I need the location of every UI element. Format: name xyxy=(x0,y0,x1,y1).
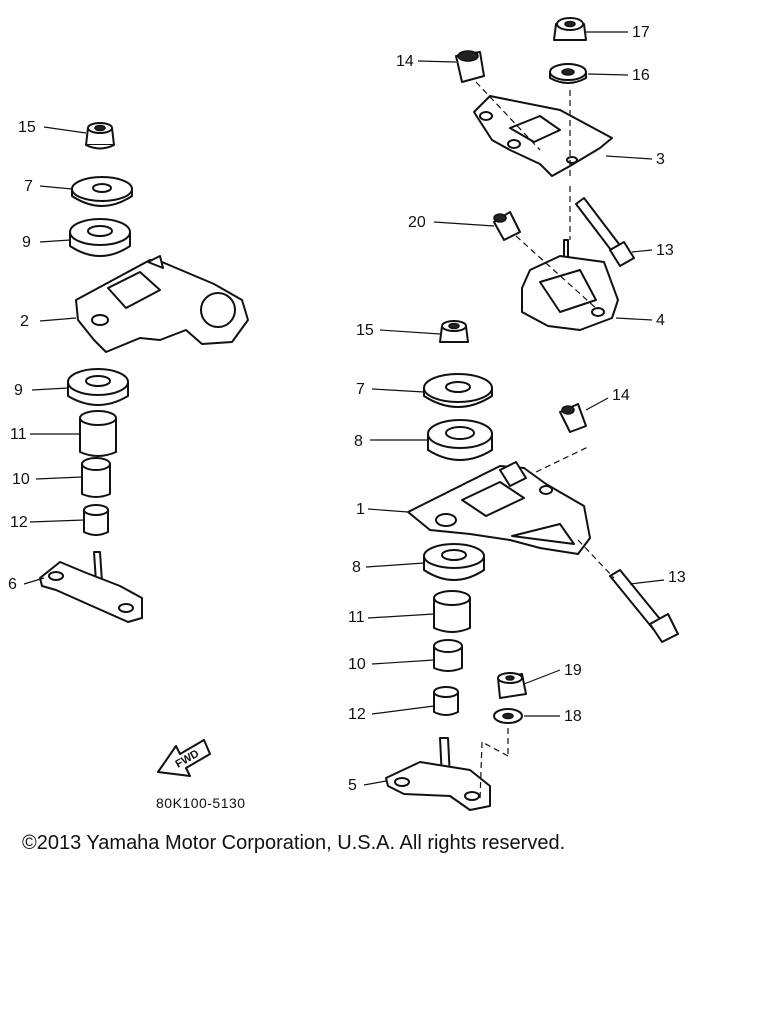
part-10-collar-left xyxy=(81,457,111,498)
part-11-collar-left xyxy=(79,410,117,457)
callout-right-4: 4 xyxy=(656,312,665,329)
callout-right-13-upper: 13 xyxy=(656,242,674,259)
callout-right-5: 5 xyxy=(348,777,357,794)
part-2-bracket xyxy=(75,255,249,353)
callout-right-18: 18 xyxy=(564,708,582,725)
callout-left-6: 6 xyxy=(8,576,17,593)
callout-right-11: 11 xyxy=(348,609,365,626)
callout-left-10: 10 xyxy=(12,471,30,488)
callout-left-7: 7 xyxy=(24,178,33,195)
callout-right-7: 7 xyxy=(356,381,365,398)
part-4-engine-mount xyxy=(521,239,619,331)
copyright-text: ©2013 Yamaha Motor Corporation, U.S.A. A… xyxy=(22,832,566,854)
part-1-bracket xyxy=(407,461,591,555)
callout-right-8-lower: 8 xyxy=(352,559,361,576)
callout-right-8-upper: 8 xyxy=(354,433,363,450)
part-12-collar-right xyxy=(433,686,459,716)
callout-right-10: 10 xyxy=(348,656,366,673)
part-14-nut-lower xyxy=(559,403,587,433)
callout-left-2: 2 xyxy=(20,313,29,330)
part-11-collar-right xyxy=(433,590,471,633)
left-mount-assembly: 15 7 9 2 9 11 10 12 6 xyxy=(8,119,249,623)
parts-exploded-diagram: 15 7 9 2 9 11 10 12 6 xyxy=(8,17,686,811)
callout-right-17: 17 xyxy=(632,24,650,41)
part-20-nut xyxy=(493,211,521,241)
part-6-base-plate xyxy=(39,551,143,623)
part-13-bolt-upper xyxy=(575,197,635,267)
part-3-bracket xyxy=(473,95,613,177)
part-7-washer-right xyxy=(423,373,493,408)
part-15-nut-left xyxy=(85,122,115,150)
callout-left-15: 15 xyxy=(18,119,36,136)
callout-left-12: 12 xyxy=(10,514,28,531)
callout-left-9a: 9 xyxy=(22,234,31,251)
callout-right-14-upper: 14 xyxy=(396,53,414,70)
callout-right-15: 15 xyxy=(356,322,374,339)
part-9-rubber-left-lower xyxy=(67,368,129,406)
callout-right-20: 20 xyxy=(408,214,426,231)
part-10-collar-right xyxy=(433,639,463,672)
callout-right-12: 12 xyxy=(348,706,366,723)
part-7-washer-left xyxy=(71,176,133,207)
part-18-washer xyxy=(493,708,523,724)
right-upper-mount-assembly: 14 17 16 3 20 13 4 xyxy=(396,17,674,331)
part-8-rubber-lower xyxy=(423,543,485,581)
part-9-rubber-left-upper xyxy=(69,218,131,257)
part-code: 80K100-5130 xyxy=(156,795,246,811)
part-5-base-plate xyxy=(385,737,491,811)
callout-right-1: 1 xyxy=(356,501,365,518)
callout-left-11: 11 xyxy=(10,426,27,443)
callout-right-19: 19 xyxy=(564,662,582,679)
callout-right-3: 3 xyxy=(656,151,665,168)
part-13-bolt-lower xyxy=(609,569,679,643)
callout-left-9b: 9 xyxy=(14,382,23,399)
fwd-arrow-icon: FWD xyxy=(157,739,211,777)
callout-right-13-lower: 13 xyxy=(668,569,686,586)
part-14-nut-upper xyxy=(455,50,485,83)
right-lower-mount-assembly: 15 7 14 8 1 8 13 11 10 19 12 18 5 xyxy=(348,320,686,811)
part-8-rubber-upper xyxy=(427,419,493,461)
callout-right-14-lower: 14 xyxy=(612,387,630,404)
part-19-nut xyxy=(497,672,527,699)
part-16-washer xyxy=(549,63,587,84)
part-15-nut-right xyxy=(439,320,469,343)
part-17-nut xyxy=(553,17,587,41)
part-12-collar-left xyxy=(83,504,109,536)
callout-right-16: 16 xyxy=(632,67,650,84)
